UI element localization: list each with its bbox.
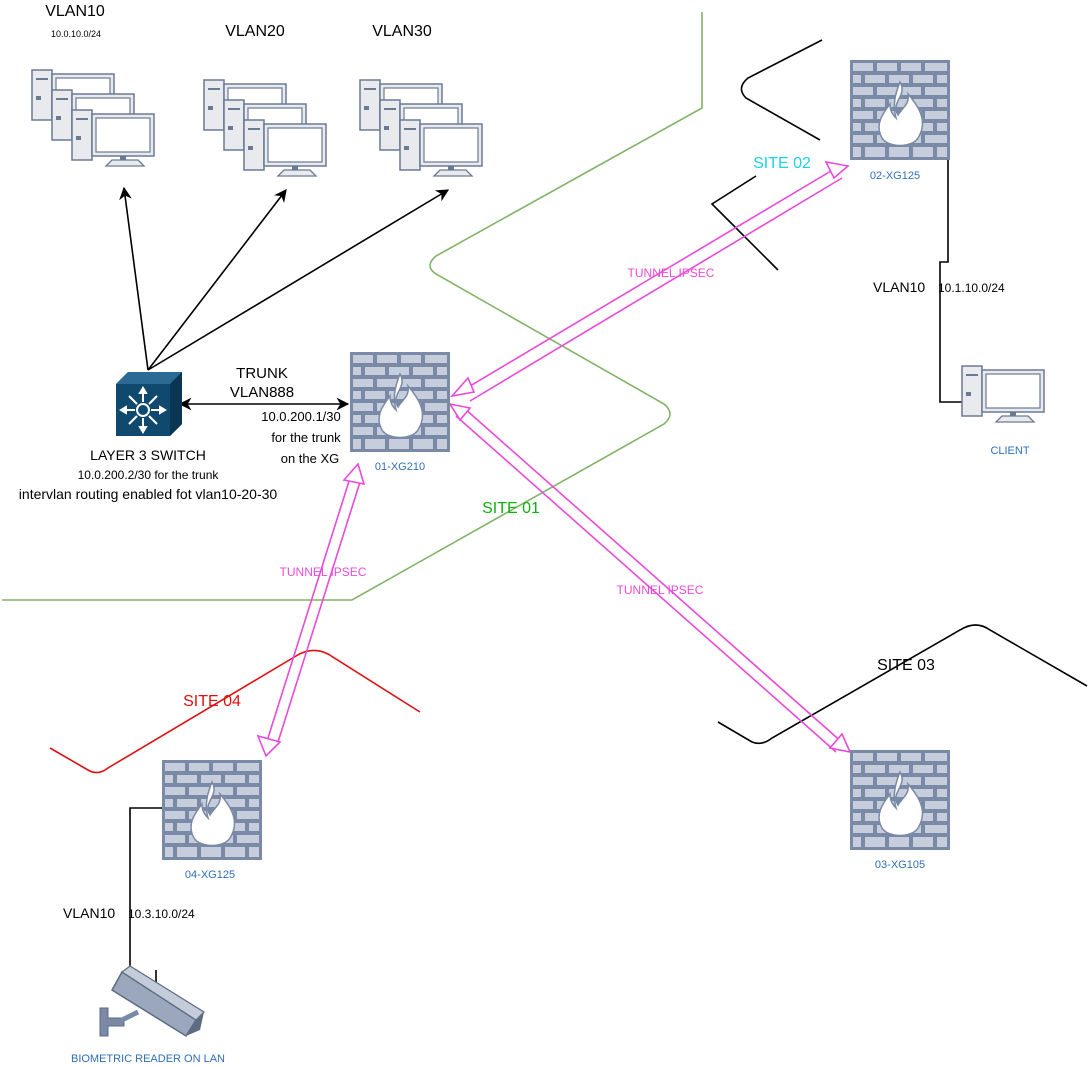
switch-routing-note: intervlan routing enabled fot vlan10-20-… bbox=[19, 486, 278, 502]
vlan30-computers-icon bbox=[360, 80, 482, 176]
fw03-firewall-icon bbox=[849, 749, 951, 851]
vlan10-subnet: 10.0.10.0/24 bbox=[51, 29, 101, 39]
fw01-label: 01-XG210 bbox=[375, 461, 425, 473]
switch-trunk-ip: 10.0.200.2/30 for the trunk bbox=[78, 468, 220, 482]
trunk-vlan: VLAN888 bbox=[230, 384, 294, 401]
site02-lan-subnet: 10.1.10.0/24 bbox=[938, 281, 1005, 295]
trunk-note-2: on the XG bbox=[281, 451, 340, 466]
client-label: CLIENT bbox=[990, 445, 1029, 457]
fw02-firewall-icon bbox=[849, 59, 951, 161]
fw02-label: 02-XG125 bbox=[870, 170, 920, 182]
tunnel-01-04 bbox=[256, 462, 366, 758]
vlan20-computers-icon bbox=[204, 80, 326, 176]
trunk-note-1: for the trunk bbox=[271, 430, 341, 445]
tunnel-01-02-label: TUNNEL IPSEC bbox=[628, 266, 715, 280]
site02-label: SITE 02 bbox=[753, 155, 811, 172]
trunk-label: TRUNK bbox=[236, 365, 288, 382]
fw04-label: 04-XG125 bbox=[185, 869, 235, 881]
fw04-firewall-icon bbox=[161, 759, 263, 861]
vlan10-name: VLAN10 bbox=[45, 3, 105, 20]
site02-boundary-upper bbox=[740, 39, 823, 141]
site01-label: SITE 01 bbox=[482, 500, 540, 517]
fw03-label: 03-XG105 bbox=[875, 859, 925, 871]
link-switch-vlan20 bbox=[147, 188, 287, 371]
site04-lan-subnet: 10.3.10.0/24 bbox=[128, 907, 195, 921]
site02-lan-vlan: VLAN10 bbox=[873, 279, 925, 295]
biometric-reader-label: BIOMETRIC READER ON LAN bbox=[71, 1053, 225, 1065]
tunnel-01-03-label: TUNNEL IPSEC bbox=[617, 583, 704, 597]
link-switch-vlan10 bbox=[119, 186, 149, 371]
site02-boundary-lower bbox=[710, 175, 779, 271]
link-fw02-client bbox=[939, 160, 962, 403]
trunk-ip: 10.0.200.1/30 bbox=[261, 409, 341, 424]
ipsec-tunnels bbox=[256, 160, 852, 758]
vlan30-name: VLAN30 bbox=[372, 23, 432, 40]
tunnel-01-04-label: TUNNEL IPSEC bbox=[280, 565, 367, 579]
lan-links bbox=[119, 160, 962, 997]
link-switch-vlan30 bbox=[147, 189, 450, 371]
tunnel-01-02 bbox=[449, 160, 850, 402]
site04-lan-vlan: VLAN10 bbox=[63, 905, 115, 921]
link-fw04-camera bbox=[129, 807, 162, 997]
camera-icon bbox=[99, 965, 205, 1038]
vlan10-computers-icon bbox=[32, 70, 154, 166]
site03-label: SITE 03 bbox=[877, 657, 935, 674]
client-computer-icon bbox=[961, 365, 1045, 423]
site04-label: SITE 04 bbox=[183, 693, 241, 710]
switch-name: LAYER 3 SWITCH bbox=[90, 447, 206, 463]
fw01-firewall-icon bbox=[349, 351, 451, 453]
layer3-switch-icon bbox=[116, 372, 182, 436]
vlan20-name: VLAN20 bbox=[225, 23, 285, 40]
site03-boundary bbox=[717, 624, 1088, 745]
tunnel-01-03 bbox=[448, 402, 852, 754]
site04-boundary bbox=[49, 649, 421, 774]
